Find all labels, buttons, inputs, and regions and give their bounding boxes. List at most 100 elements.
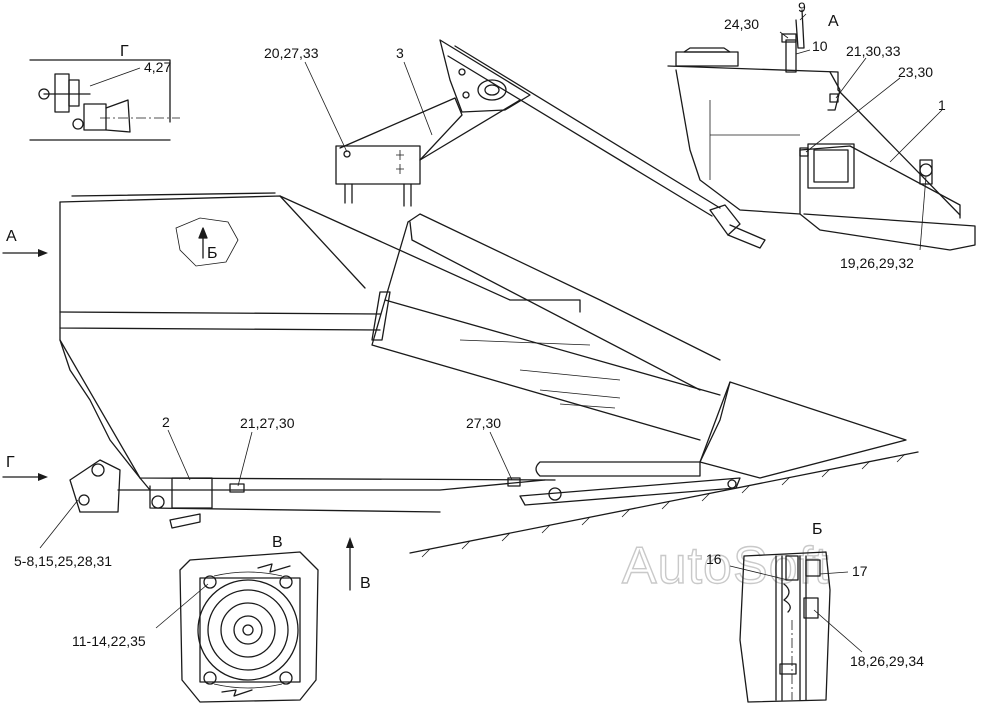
bottom-pin xyxy=(151,495,165,509)
divider-flange xyxy=(371,291,391,341)
view-g-detail: Г 4,27 xyxy=(29,43,180,141)
leader-10 xyxy=(795,49,811,55)
rear-hitch-pin xyxy=(91,463,105,477)
divider-front-edge xyxy=(371,221,701,441)
callout-11-14-22-35: 11-14,22,35 xyxy=(72,633,146,649)
rod-bottom xyxy=(447,55,713,217)
view-b-nut-17 xyxy=(805,559,821,577)
body-lower-curve xyxy=(59,339,141,479)
view-b-marker-outline xyxy=(175,217,239,267)
view-a-bolt-19 xyxy=(919,163,933,177)
watermark: AutoSoft xyxy=(622,537,829,595)
skid-pin xyxy=(548,487,562,501)
view-v-disc-inner xyxy=(220,602,276,658)
view-v-detail: В 11-14,22,35 xyxy=(72,534,319,703)
callout-part-10: 10 xyxy=(812,38,828,54)
view-b-spring xyxy=(783,583,791,613)
view-v-bolt-tr xyxy=(279,575,293,589)
leader-4-27 xyxy=(89,67,141,87)
view-v-disc-outer xyxy=(197,579,299,681)
view-a-bolt-23 xyxy=(799,147,809,157)
body-top-edge xyxy=(59,195,581,313)
view-g-clamp xyxy=(83,103,107,131)
view-g-arrow-label: Г xyxy=(6,454,15,471)
view-a-tank-cap xyxy=(675,51,739,67)
divider-rib-2 xyxy=(519,369,621,381)
body-top-rim xyxy=(71,192,276,197)
view-a-title: А xyxy=(828,13,839,30)
leader-9 xyxy=(799,13,807,21)
view-a-cover-plate xyxy=(799,145,961,219)
view-g-tube xyxy=(105,99,131,133)
skid-roller xyxy=(727,479,737,489)
view-v-axle xyxy=(242,624,254,636)
divider-top-edge xyxy=(407,213,721,361)
leader-27-30 xyxy=(489,431,513,481)
main-header-view: Б xyxy=(2,39,919,592)
divider-rib-1 xyxy=(459,339,591,346)
body-seam-line xyxy=(59,311,381,315)
view-v-clip-top xyxy=(257,563,291,573)
body-diagonal-seam xyxy=(279,195,366,289)
rear-hitch-bolt xyxy=(78,494,90,506)
leader-11-14-22-35 xyxy=(155,583,209,629)
callout-part-9: 9 xyxy=(798,0,806,15)
pivot-bearing xyxy=(477,79,507,101)
view-a-tank-top xyxy=(683,47,731,53)
callout-20-27-33: 20,27,33 xyxy=(264,45,319,61)
leader-18-26-29-34 xyxy=(813,609,863,653)
bottom-block-2 xyxy=(171,477,213,509)
callout-part-16: 16 xyxy=(706,551,722,567)
view-a-rect-tube xyxy=(807,143,855,189)
view-a-arrowhead xyxy=(38,249,48,257)
view-v-bolt-bl xyxy=(203,671,217,685)
view-b-marker-arrowhead xyxy=(198,227,208,239)
view-a-top-line xyxy=(667,65,839,91)
bolt-27-30 xyxy=(507,477,521,487)
view-b-marker-label: Б xyxy=(207,245,218,262)
view-v-springs xyxy=(213,571,283,689)
rod-top xyxy=(454,45,721,209)
divider-mid-edge xyxy=(384,299,721,396)
view-a-rect-tube-inner xyxy=(813,149,849,183)
view-b-detail: Б 16 17 18,26,29,34 xyxy=(706,521,924,703)
view-a-tank-body xyxy=(675,69,801,215)
bracket-bolt-1 xyxy=(343,150,351,158)
view-b-bolt-18 xyxy=(803,597,819,619)
view-a-bolt-plate xyxy=(919,159,933,185)
view-v-plate xyxy=(199,577,301,683)
body-lower-panel xyxy=(59,327,556,481)
divider-inner-edge xyxy=(409,221,701,391)
view-a-lever-9 xyxy=(795,9,805,49)
pivot-bolt-2 xyxy=(462,91,470,99)
view-a-lower-frame xyxy=(799,213,976,251)
callout-19-26-29-32: 19,26,29,32 xyxy=(840,255,914,271)
view-g-arrowhead xyxy=(38,473,48,481)
divider-rib-3 xyxy=(539,389,621,399)
upper-bracket xyxy=(335,145,421,185)
view-b-outline xyxy=(739,551,831,703)
callout-21-30-33: 21,30,33 xyxy=(846,43,901,59)
view-v-bolt-br xyxy=(279,671,293,685)
view-b-bolt-head-16 xyxy=(785,555,799,581)
view-v-arrowhead xyxy=(346,537,354,548)
view-g-frame-top xyxy=(29,59,171,123)
view-a-nut-24 xyxy=(781,33,797,43)
view-g-bracket xyxy=(68,79,80,107)
view-g-plate xyxy=(54,73,70,113)
ground-line xyxy=(409,451,919,554)
rear-hitch xyxy=(69,459,121,513)
view-b-clip xyxy=(779,663,797,675)
body-bottom-edge xyxy=(139,477,546,491)
pivot-bolt-1 xyxy=(458,68,466,76)
leader-17 xyxy=(819,571,849,575)
callout-part-3: 3 xyxy=(396,45,404,61)
nose-cone-back xyxy=(699,381,731,463)
view-v-disc-mid xyxy=(207,589,289,671)
view-a-arrow-label: А xyxy=(6,228,17,245)
leader-24-30 xyxy=(779,31,789,39)
leader-21-27-30 xyxy=(237,431,253,487)
view-v-bolt-tl xyxy=(203,575,217,589)
view-v-hub xyxy=(233,615,263,645)
